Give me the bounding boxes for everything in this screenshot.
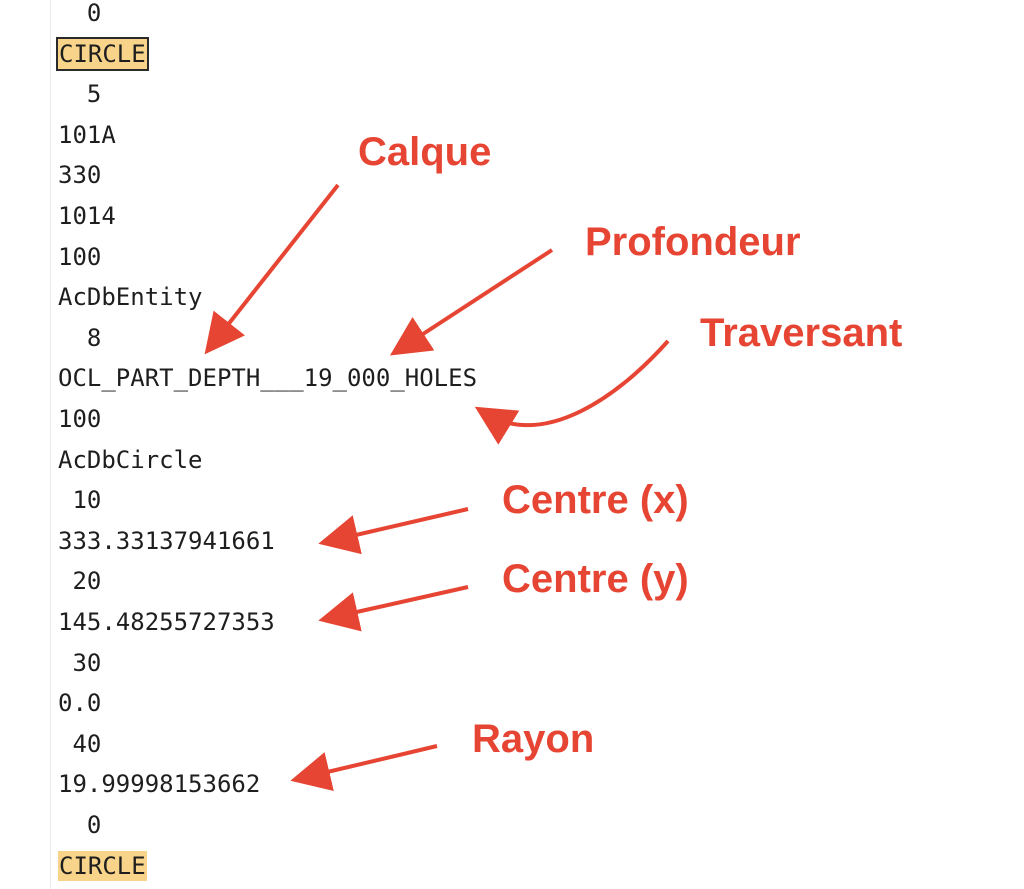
code-line: OCL_PART_DEPTH___19_000_HOLES [58, 358, 477, 399]
code-line: 30 [58, 643, 101, 684]
code-line: 100 [58, 237, 101, 278]
code-line-text: 100 [58, 405, 102, 433]
arrow-centre-y [318, 585, 469, 632]
code-line: 20 [58, 561, 101, 602]
editor-gutter-line [50, 0, 51, 889]
annotation-rayon: Rayon [472, 717, 595, 761]
code-line-text: 30 [58, 648, 102, 677]
code-line-text: 101A [58, 120, 116, 149]
code-line: AcDbEntity [58, 277, 203, 318]
code-line-highlighted: CIRCLE [58, 846, 147, 887]
code-line-text: OCL_PART_DEPTH___19_000_HOLES [58, 364, 478, 393]
code-line-highlighted: CIRCLE [56, 34, 149, 75]
code-line-text: 10 [58, 486, 102, 515]
code-line: 1014 [58, 196, 116, 237]
code-line-text: 330 [58, 161, 102, 190]
code-line-text: 100 [58, 242, 102, 271]
code-line-text: 1014 [58, 202, 116, 230]
code-line-text: 8 [58, 323, 102, 352]
code-line: AcDbCircle [58, 440, 203, 481]
code-line: 0 [58, 0, 101, 34]
code-line-text: CIRCLE [58, 850, 147, 881]
arrow-centre-x [318, 507, 469, 555]
code-line: 40 [58, 724, 101, 765]
code-line: 101A [58, 115, 116, 156]
code-line: 0.0 [58, 683, 101, 724]
code-line-text: 20 [58, 567, 102, 596]
code-line-text: 0.0 [58, 689, 102, 718]
annotation-profondeur: Profondeur [585, 220, 801, 264]
arrow-traversant [474, 339, 670, 445]
code-line-text: 40 [58, 729, 102, 758]
code-line-text: CIRCLE [56, 36, 149, 71]
code-line: 145.48255727353 [58, 602, 275, 643]
code-line: 333.33137941661 [58, 521, 275, 562]
code-line-text: 5 [58, 80, 102, 109]
code-line: 330 [58, 155, 101, 196]
arrow-profondeur [389, 248, 554, 356]
code-line: 8 [58, 318, 101, 359]
annotation-traversant: Traversant [700, 311, 903, 355]
code-line-text: 0 [58, 811, 102, 839]
code-line-text: 333.33137941661 [58, 526, 275, 555]
code-line-text: 19.99998153662 [58, 770, 261, 799]
arrow-rayon [290, 744, 438, 792]
code-line: 100 [58, 399, 101, 440]
code-line-text: 0 [58, 0, 102, 27]
annotation-calque: Calque [358, 130, 492, 174]
code-line: 0 [58, 805, 101, 846]
code-line: 5 [58, 74, 101, 115]
arrow-calque [204, 183, 340, 355]
code-line: 19.99998153662 [58, 764, 260, 805]
code-line-text: AcDbCircle [58, 445, 203, 474]
code-line: 10 [58, 480, 101, 521]
annotation-centre-y: Centre (y) [502, 557, 689, 601]
code-line-text: AcDbEntity [58, 283, 203, 312]
code-line-text: 145.48255727353 [58, 608, 275, 636]
annotation-centre-x: Centre (x) [502, 478, 689, 522]
